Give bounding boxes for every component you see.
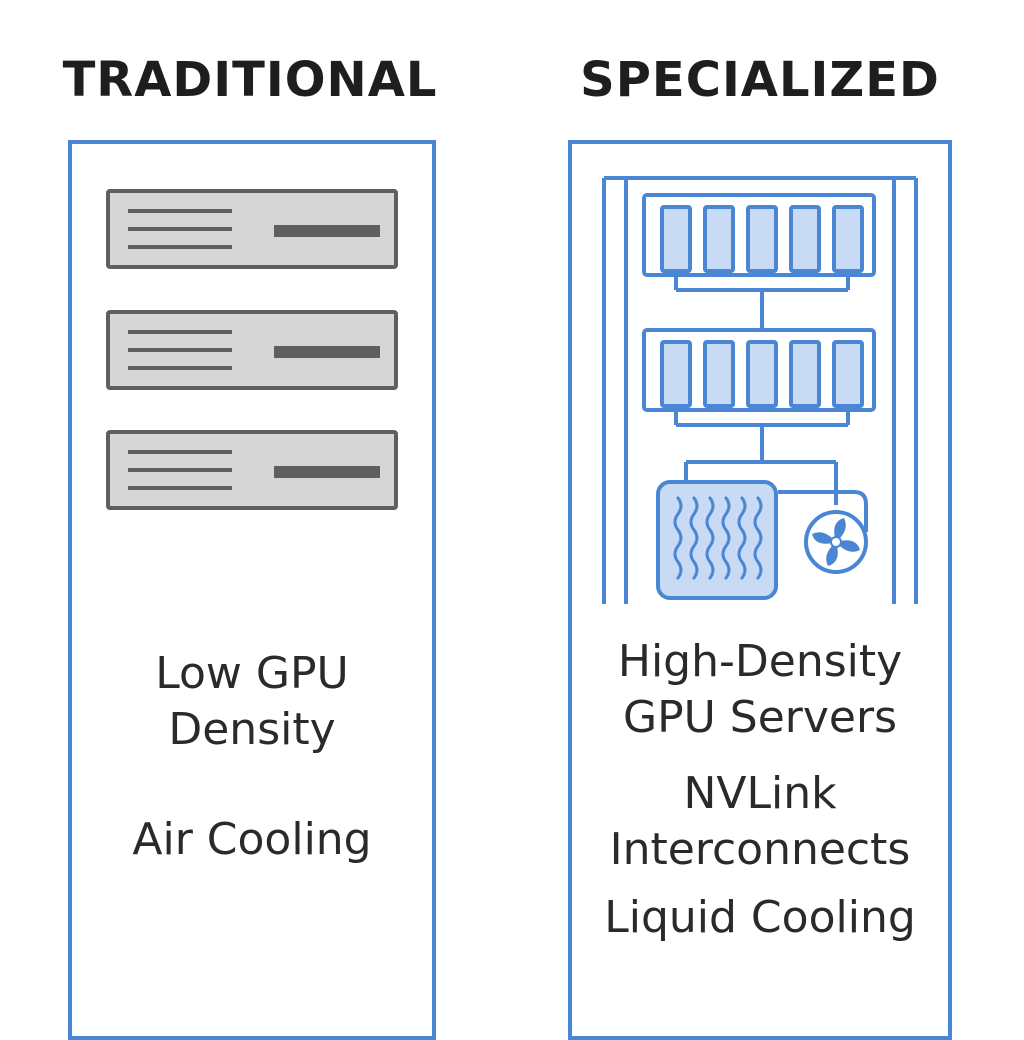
specialized-heading: SPECIALIZED: [580, 52, 940, 108]
liquid-cooling-radiator-icon: [656, 480, 778, 600]
traditional-column: [68, 140, 436, 1040]
server-unit-icon: [106, 189, 398, 269]
low-gpu-density-label: Low GPU Density: [155, 648, 349, 755]
traditional-heading: TRADITIONAL: [62, 52, 438, 108]
fan-icon: [804, 510, 868, 574]
server-unit-icon: [106, 310, 398, 390]
air-cooling-label: Air Cooling: [132, 814, 372, 865]
liquid-cooling-label: Liquid Cooling: [604, 892, 916, 943]
nvlink-interconnects-label: NVLink Interconnects: [609, 768, 911, 875]
gpu-rack-icon: [602, 176, 918, 604]
high-density-gpu-servers-label: High-Density GPU Servers: [617, 636, 903, 743]
server-unit-icon: [106, 430, 398, 510]
